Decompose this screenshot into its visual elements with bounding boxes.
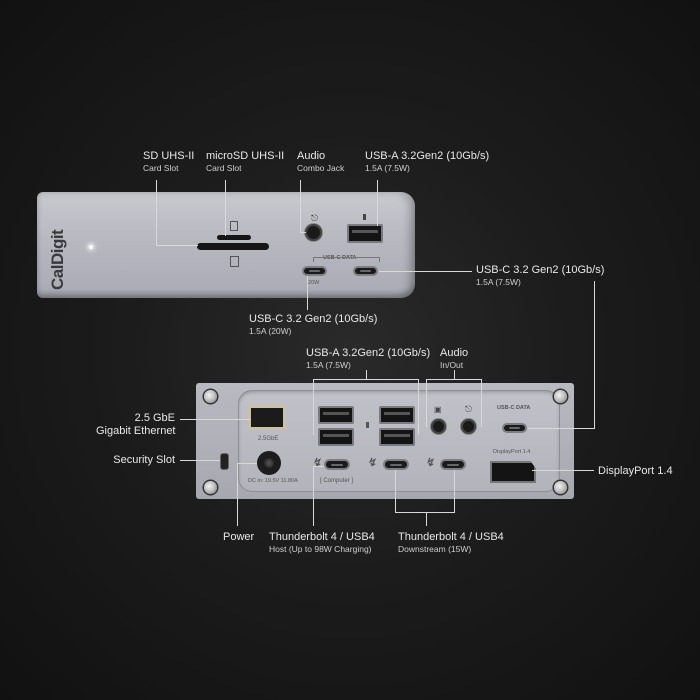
dc-in-label: DC in: 19.5V 11.80A — [248, 478, 298, 484]
usb-c-data-label: USB-C DATA — [323, 255, 357, 261]
audio-out-jack — [461, 419, 476, 434]
microsd-slot — [217, 235, 251, 240]
label-security: Security Slot — [113, 454, 175, 466]
brand-logo: CalDigit — [48, 229, 67, 290]
label-tb4-host: Thunderbolt 4 / USB4 Host (Up to 98W Cha… — [269, 531, 375, 554]
leader-microsd — [225, 180, 226, 236]
front-usb-c-port-data — [353, 266, 378, 276]
label-displayport: DisplayPort 1.4 — [598, 465, 673, 477]
thunderbolt-icon-1: ↯ — [312, 457, 322, 469]
security-slot — [220, 453, 229, 470]
leader-audio-v — [454, 370, 455, 379]
label-power: Power — [223, 531, 255, 543]
gbe-label: 2.5GbE — [258, 436, 279, 442]
label-front-usb-c-right: USB-C 3.2 Gen2 (10Gb/s) 1.5A (7.5W) — [476, 264, 605, 287]
rear-usb-a-port-1 — [318, 406, 354, 424]
ethernet-port — [248, 405, 286, 430]
front-usb-a-port — [347, 224, 383, 243]
leader-audio — [300, 180, 301, 232]
leader-displayport — [532, 470, 594, 471]
mic-icon: ▣ — [434, 405, 442, 414]
leader-rear-usba-h — [313, 379, 419, 380]
label-microsd-card: microSD UHS-II Card Slot — [206, 150, 285, 173]
computer-label: [ Computer ] — [320, 478, 354, 484]
rear-usb-a-port-3 — [379, 406, 415, 424]
leader-sd-h — [156, 245, 198, 246]
label-sd-card: SD UHS-II Card Slot — [143, 150, 195, 173]
label-ethernet: 2.5 GbE Gigabit Ethernet — [96, 412, 176, 437]
rear-battery-icon — [366, 422, 369, 428]
leader-power-h — [237, 463, 257, 464]
label-rear-audio: Audio In/Out — [440, 347, 469, 370]
sd-card-slot — [197, 243, 269, 250]
label-audio-combo: Audio Combo Jack — [297, 150, 345, 173]
leader-rear-usba-v — [366, 370, 367, 379]
leader-tb-down-r — [454, 470, 455, 512]
leader-usbc-right — [379, 271, 472, 272]
microsd-card-icon — [230, 221, 238, 231]
screw-top-left — [204, 390, 217, 403]
leader-tb-host-h — [313, 466, 324, 467]
leader-audio-h — [300, 232, 306, 233]
audio-in-jack — [431, 419, 446, 434]
leader-tb-host-v — [313, 466, 314, 526]
rear-usb-a-port-2 — [318, 428, 354, 446]
rear-usb-c-data-label: USB-C DATA — [497, 405, 531, 411]
leader-power-v — [237, 463, 238, 526]
audio-combo-jack — [305, 224, 322, 241]
label-rear-usb-a: USB-A 3.2Gen2 (10Gb/s) 1.5A (7.5W) — [306, 347, 431, 370]
leader-tb-down-l — [395, 470, 396, 512]
leader-usbc-data-h — [528, 428, 595, 429]
screw-bottom-right — [554, 481, 567, 494]
leader-usbc-data-v — [594, 281, 595, 429]
front-usb-c-port-20w — [302, 266, 327, 276]
tb4-downstream-port-2 — [440, 459, 466, 470]
usb-c-data-bracket — [313, 257, 380, 262]
sd-card-icon — [230, 256, 239, 267]
displayport-port — [490, 461, 536, 483]
leader-audio-h — [426, 379, 482, 380]
leader-tb-down-h — [395, 512, 455, 513]
label-front-usb-a: USB-A 3.2Gen2 (10Gb/s) 1.5A (7.5W) — [365, 150, 490, 173]
leader-usbc-left — [307, 276, 308, 310]
leader-sd — [156, 180, 157, 245]
rear-usb-a-port-4 — [379, 428, 415, 446]
leader-audio-l — [426, 379, 427, 427]
leader-security — [180, 460, 220, 461]
leader-usba — [377, 180, 378, 226]
thunderbolt-icon-3: ↯ — [425, 457, 435, 469]
screw-bottom-left — [204, 481, 217, 494]
rear-headphone-icon: ⎋ — [465, 404, 473, 414]
tb4-downstream-port-1 — [383, 459, 409, 470]
power-led — [89, 245, 93, 249]
headphone-icon: ⎋ — [311, 213, 319, 223]
leader-rear-usba-r — [418, 379, 419, 435]
screw-top-right — [554, 390, 567, 403]
displayport-label: DisplayPort 1.4 — [493, 449, 531, 455]
leader-rear-usba-l — [313, 379, 314, 435]
thunderbolt-icon-2: ↯ — [367, 457, 377, 469]
label-tb4-downstream: Thunderbolt 4 / USB4 Downstream (15W) — [398, 531, 504, 554]
watt-20-label: 20W — [308, 280, 320, 286]
leader-tb-down-v — [426, 512, 427, 526]
dc-power-jack — [257, 451, 281, 475]
battery-icon — [363, 214, 366, 220]
leader-audio-r — [481, 379, 482, 427]
tb4-host-port — [324, 459, 350, 470]
label-front-usb-c-left: USB-C 3.2 Gen2 (10Gb/s) 1.5A (20W) — [249, 313, 378, 336]
rear-usb-c-data-port — [502, 423, 527, 433]
leader-ethernet — [180, 419, 250, 420]
